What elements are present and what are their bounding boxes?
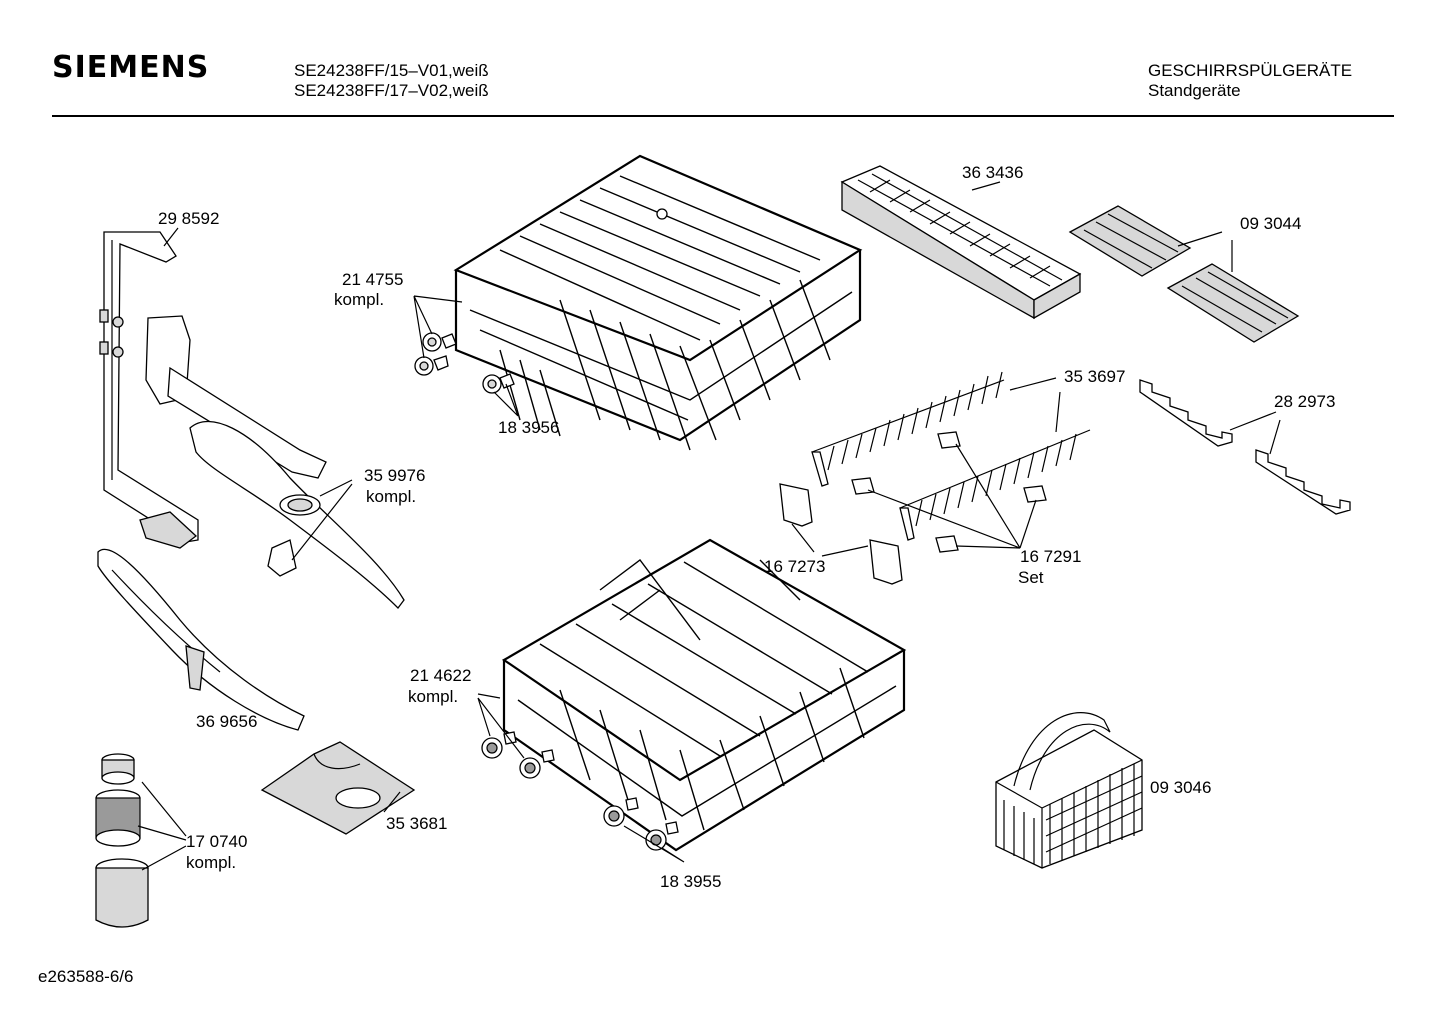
part-note-359976: kompl. <box>366 487 417 506</box>
flat-filter-drawing <box>260 741 416 835</box>
part-label-167273: 16 7273 <box>764 557 826 576</box>
part-note-214755: kompl. <box>334 290 385 309</box>
part-label-353681: 35 3681 <box>386 814 448 833</box>
part-label-353697: 35 3697 <box>1064 367 1126 386</box>
part-label-359976: 35 9976 <box>364 466 426 485</box>
part-label-363436: 36 3436 <box>962 163 1024 182</box>
appliance-subcategory: Standgeräte <box>1148 81 1241 100</box>
part-label-369656: 36 9656 <box>196 712 258 731</box>
part-label-214622: 21 4622 <box>410 666 472 685</box>
part-label-183955: 18 3955 <box>660 872 722 891</box>
drawing-code: e263588-6/6 <box>38 967 134 986</box>
upper-basket-wheels-drawing <box>414 332 515 394</box>
brand-logo: SIEMENS <box>52 50 210 85</box>
model-line-1: SE24238FF/15–V01,weiß <box>294 61 489 80</box>
header-divider <box>52 115 1394 117</box>
part-label-298592: 29 8592 <box>158 209 220 228</box>
lower-spray-arm-drawing <box>97 548 305 731</box>
spike-rows-drawing <box>811 371 1091 541</box>
upper-spray-arm-drawing <box>139 315 405 609</box>
part-label-214755: 21 4755 <box>342 270 404 289</box>
stair-racks-drawing <box>1139 379 1351 515</box>
cutlery-basket-drawing <box>995 712 1143 869</box>
model-line-2: SE24238FF/17–V02,weiß <box>294 81 489 100</box>
appliance-category: GESCHIRRSPÜLGERÄTE <box>1148 61 1353 80</box>
upper-basket-drawing <box>453 154 863 451</box>
part-note-214622: kompl. <box>408 687 459 706</box>
part-note-167291: Set <box>1018 568 1044 587</box>
leader-lines <box>137 181 1281 871</box>
clips-drawing <box>779 431 1047 585</box>
part-note-170740: kompl. <box>186 853 237 872</box>
part-label-183956: 18 3956 <box>498 418 560 437</box>
filter-set-drawing <box>95 753 149 928</box>
lower-basket-drawing <box>501 538 907 852</box>
cup-racks-drawing <box>1068 205 1300 343</box>
lower-basket-wheels-drawing <box>481 731 679 851</box>
part-label-093044: 09 3044 <box>1240 214 1302 233</box>
part-label-282973: 28 2973 <box>1274 392 1336 411</box>
cutlery-tray-drawing <box>840 165 1082 320</box>
part-label-170740: 17 0740 <box>186 832 248 851</box>
part-label-167291: 16 7291 <box>1020 547 1082 566</box>
part-label-093046: 09 3046 <box>1150 778 1212 797</box>
